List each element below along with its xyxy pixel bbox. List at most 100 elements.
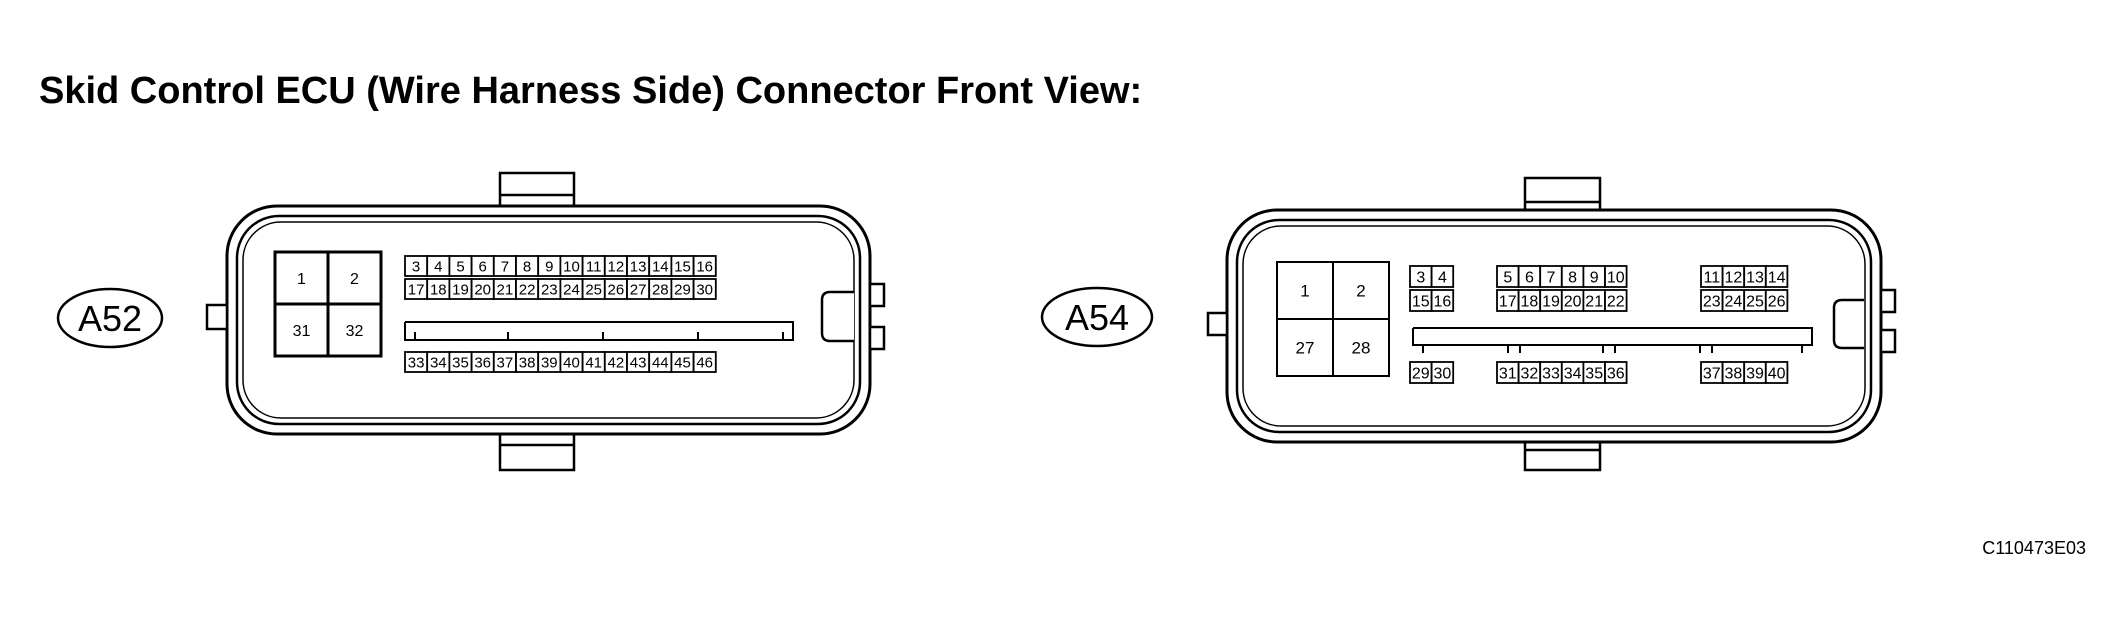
pin-a54-4: 4 [1438,269,1447,286]
pin-a54-16: 16 [1434,293,1452,310]
pin-a54-15: 15 [1412,293,1430,310]
pin-a54-27: 27 [1296,339,1315,358]
pin-a52-16-cavity [692,255,717,277]
pin-a54-34: 34 [1564,365,1582,382]
a52-right-tab [820,290,854,343]
pin-a54-38: 38 [1725,365,1743,382]
pin-a52-23: 23 [541,281,558,298]
pin-a54-40-cavity [1764,361,1789,384]
pin-a54-19: 19 [1542,293,1560,310]
pin-a54-36-cavity [1604,361,1628,384]
pin-a54-29: 29 [1412,365,1430,382]
pin-a54-33: 33 [1542,365,1560,382]
diagram-title: Skid Control ECU (Wire Harness Side) Con… [39,70,1143,112]
a52-left-key [205,303,229,331]
pin-a52-5: 5 [456,258,464,275]
pin-a54-16-cavity [1430,289,1455,312]
pin-a52-3: 3 [412,258,420,275]
pin-a52-29: 29 [674,281,691,298]
pin-a52-6: 6 [479,258,487,275]
a52-latch-bar [404,321,794,341]
pin-a54-9: 9 [1590,269,1599,286]
pin-a54-4-cavity [1430,265,1455,288]
a52-bottom-latch [498,431,576,472]
pin-a52-18: 18 [430,281,447,298]
pin-a52-42: 42 [608,354,625,371]
pin-a52-20: 20 [474,281,491,298]
a52-right-key-lower [868,325,886,351]
a54-large-pins: 1 2 27 28 [1276,261,1390,377]
pin-a52-22: 22 [519,281,536,298]
pin-a54-39: 39 [1746,365,1764,382]
pin-a52-33: 33 [408,354,425,371]
pin-a52-1-cavity [273,250,330,306]
a54-body-inner2 [1242,225,1866,427]
pin-a52-13: 13 [630,258,647,275]
pin-a54-30-cavity [1430,361,1455,384]
a52-body-inner [235,214,862,426]
figure-code: C110473E03 [1982,538,2086,558]
pin-a54-2: 2 [1356,282,1365,301]
a52-top-latch [498,171,576,209]
pin-a52-26: 26 [608,281,625,298]
pin-a52-46: 46 [696,354,713,371]
pin-a54-10: 10 [1607,269,1625,286]
pin-a54-22-cavity [1604,289,1628,312]
pin-a54-40: 40 [1768,365,1786,382]
a54-latch-bar [1412,327,1813,353]
pin-a52-41: 41 [585,354,602,371]
pin-a52-4: 4 [434,258,442,275]
pin-a52-2-cavity [326,250,383,306]
pin-a52-32-cavity [326,302,383,358]
pin-a52-7: 7 [501,258,509,275]
pin-a54-14-cavity [1764,265,1789,288]
connector-label-a54: A54 [1065,297,1129,338]
pin-a52-19: 19 [452,281,469,298]
a54-body-inner [1235,218,1873,434]
a54-top-latch [1523,176,1602,214]
pin-a52-34: 34 [430,354,447,371]
pin-a54-3: 3 [1416,269,1425,286]
pin-a52-17: 17 [408,281,425,298]
pin-a52-14: 14 [652,258,669,275]
a54-left-key [1206,311,1229,337]
pin-a54-28: 28 [1352,339,1371,358]
pin-a54-24: 24 [1725,293,1743,310]
pin-a54-14: 14 [1768,269,1786,286]
pin-a52-37: 37 [497,354,514,371]
pin-a52-2: 2 [350,271,359,288]
pin-a52-45: 45 [674,354,691,371]
a54-right-tab [1832,298,1864,350]
pin-a52-31-cavity [273,302,330,358]
pin-a52-28: 28 [652,281,669,298]
pin-a54-8: 8 [1568,269,1577,286]
pin-a54-5: 5 [1503,269,1512,286]
pin-a52-32: 32 [346,323,364,340]
pin-a54-32: 32 [1521,365,1539,382]
pin-a52-30-cavity [692,278,717,300]
pin-a52-31: 31 [293,323,311,340]
pin-a54-13: 13 [1746,269,1764,286]
pin-a54-6: 6 [1525,269,1534,286]
pin-a54-1: 1 [1300,282,1309,301]
pin-a52-39: 39 [541,354,558,371]
a54-bottom-latch [1523,438,1602,472]
a52-label-ellipse [56,287,164,349]
pin-a52-27: 27 [630,281,647,298]
pin-a52-8: 8 [523,258,531,275]
pin-a54-31: 31 [1499,365,1517,382]
pin-a52-16: 16 [696,258,713,275]
pin-a52-15: 15 [674,258,691,275]
pin-a54-28-cavity [1332,318,1390,377]
pin-a54-26-cavity [1764,289,1789,312]
a54-right-key-lower [1879,328,1897,354]
pin-a54-22: 22 [1607,293,1625,310]
pin-a54-30: 30 [1434,365,1452,382]
pin-a52-44: 44 [652,354,669,371]
pin-a54-11: 11 [1703,269,1720,286]
pin-a52-36: 36 [474,354,491,371]
